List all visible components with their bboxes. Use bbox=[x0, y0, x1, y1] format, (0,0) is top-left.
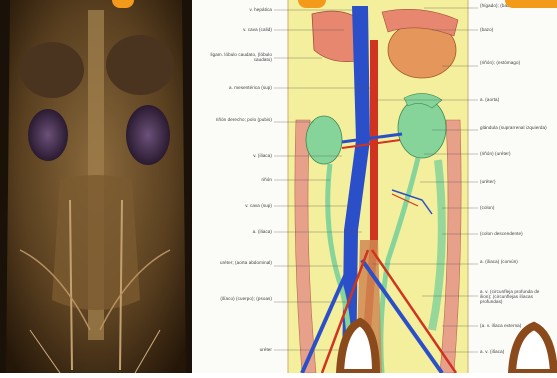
left-kidney-photo bbox=[126, 105, 170, 165]
label-left: uréter; (aorta abdominal) bbox=[194, 260, 272, 265]
label-right: glándula (suprarrenal izquierda) bbox=[480, 125, 550, 130]
label-left: v. cava (sup) bbox=[194, 203, 272, 208]
left-kidney bbox=[398, 98, 446, 158]
label-left: uréter bbox=[194, 347, 272, 352]
label-left: v. (iliaca) bbox=[194, 153, 272, 158]
label-right: (bazo) bbox=[480, 27, 550, 32]
label-right: a. v. (circunfleja profunda de ilion); (… bbox=[480, 289, 550, 304]
dissection-photo bbox=[0, 0, 192, 373]
label-left: ligam. lóbulo caudato, (lóbulo caudato) bbox=[194, 52, 272, 62]
anatomy-diagram: v. hepática v. cava (calid) ligam. lóbul… bbox=[192, 0, 557, 373]
label-left: a. mesentérica (sup) bbox=[194, 85, 272, 90]
label-right: (riñón); (estómago) bbox=[480, 60, 550, 65]
label-left: riñón bbox=[194, 177, 272, 182]
right-kidney-photo bbox=[28, 109, 68, 161]
label-right: (colon descendente) bbox=[480, 231, 550, 236]
label-left: v. cava (calid) bbox=[194, 27, 272, 32]
orange-accent bbox=[505, 0, 557, 8]
right-kidney bbox=[306, 116, 342, 164]
label-left: riñón derecho; polo (pubis) bbox=[194, 117, 272, 122]
label-left: a. (iliaca) bbox=[194, 229, 272, 234]
label-left: v. hepática bbox=[194, 7, 272, 12]
label-right: (riñón) (uréter) bbox=[480, 151, 550, 156]
label-right: a. (aorta) bbox=[480, 97, 550, 102]
label-right: (uréter) bbox=[480, 179, 550, 184]
label-right: a. v. (ilíaca) bbox=[480, 349, 550, 354]
label-right: (a. v. ilíaca externa) bbox=[480, 323, 550, 328]
orange-accent bbox=[298, 0, 326, 8]
label-left: (ilíaco) (cuerpo); (psoas) bbox=[194, 296, 272, 301]
label-right: a. (iliaca) (común) bbox=[480, 259, 550, 264]
label-right: (colon) bbox=[480, 205, 550, 210]
